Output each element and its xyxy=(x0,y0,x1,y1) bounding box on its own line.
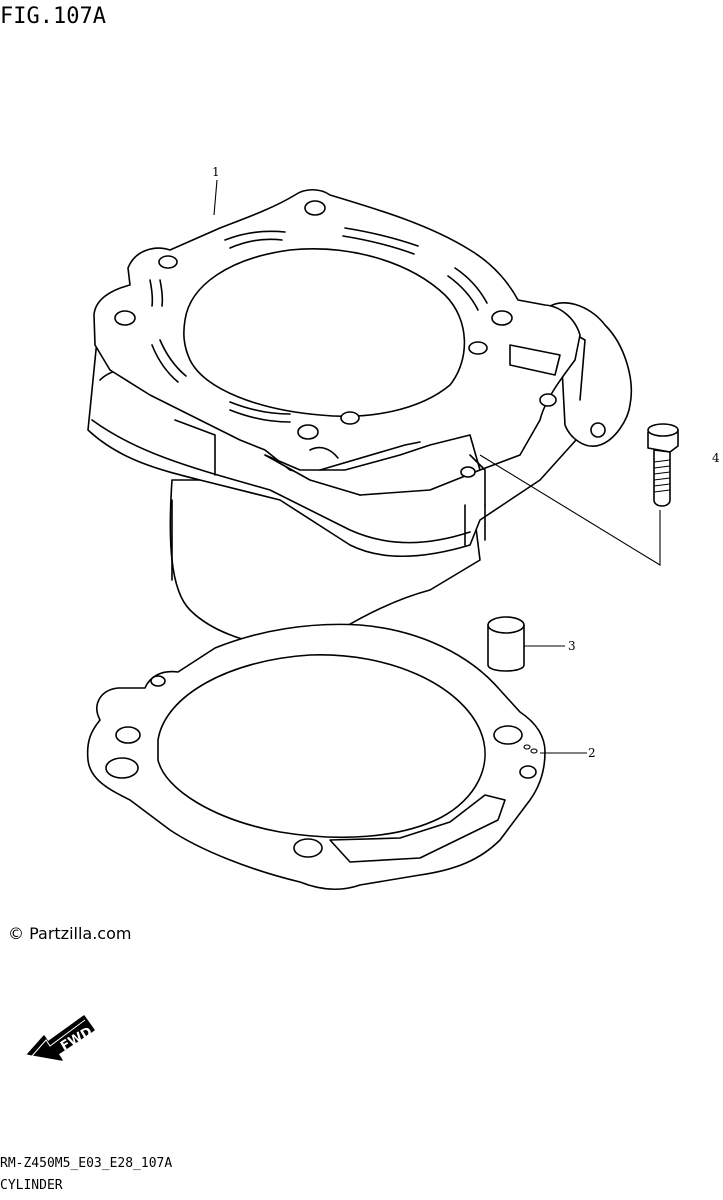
base-gasket-part[interactable] xyxy=(86,623,546,891)
bolt-part[interactable] xyxy=(647,423,679,507)
cylinder-part[interactable] xyxy=(87,188,633,651)
diagram-name: CYLINDER xyxy=(0,1178,63,1193)
copyright-text: © Partzilla.com xyxy=(8,924,132,943)
callout-3: 3 xyxy=(568,639,576,653)
callout-1: 1 xyxy=(212,165,220,179)
diagram-code: RM-Z450M5_E03_E28_107A xyxy=(0,1156,173,1171)
fwd-arrow-icon: FWD xyxy=(27,1015,95,1061)
callout-2: 2 xyxy=(588,746,596,760)
leader-lines xyxy=(213,179,661,754)
callout-4: 4 xyxy=(712,451,720,465)
figure-title: FIG.107A xyxy=(0,4,106,29)
dowel-pin-part[interactable] xyxy=(487,616,525,672)
